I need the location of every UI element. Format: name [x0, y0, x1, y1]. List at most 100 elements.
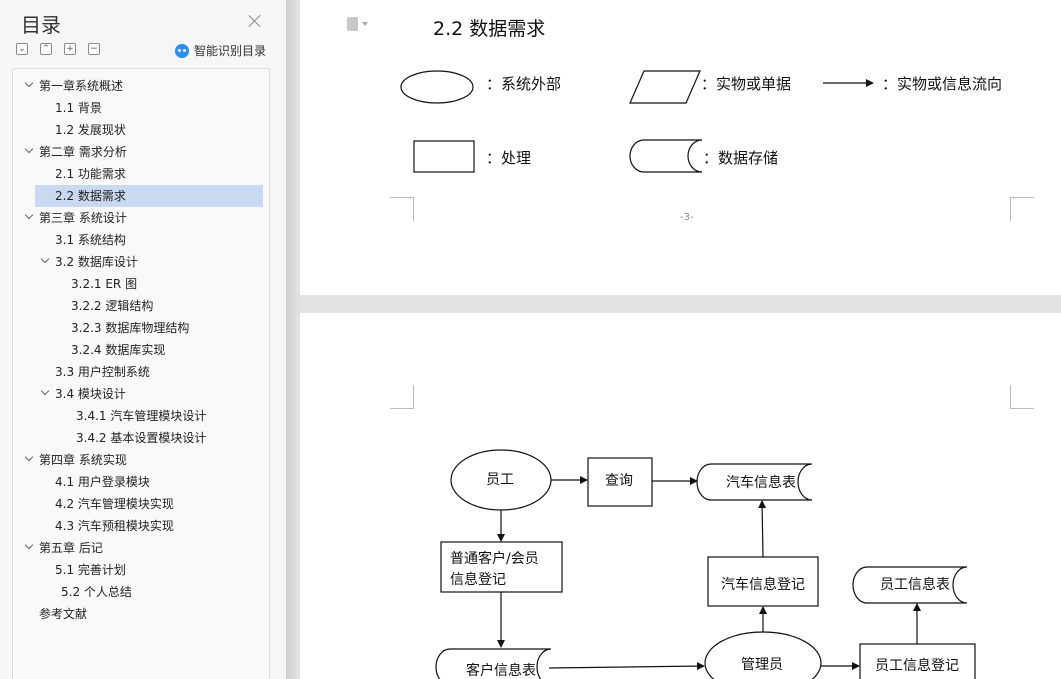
toc-item[interactable]: 3.2.1 ER 图	[35, 273, 263, 295]
toc-item[interactable]: 3.4 模块设计	[35, 383, 263, 405]
document-icon[interactable]	[347, 17, 358, 31]
legend-store: ：数据存储	[703, 149, 779, 167]
dfd-customer-reg-shape	[440, 541, 563, 593]
chevron-down-icon[interactable]	[362, 22, 368, 26]
add-icon[interactable]: +	[64, 43, 76, 55]
remove-icon[interactable]: −	[88, 43, 100, 55]
toc-item[interactable]: 3.4.1 汽车管理模块设计	[35, 405, 263, 427]
data-store-shape	[629, 139, 703, 173]
dfd-customer-reg-label-2: 信息登记	[450, 572, 506, 588]
toc-item[interactable]: 5.2 个人总结	[35, 581, 263, 603]
dfd-staff-table-label: 员工信息表	[880, 577, 950, 593]
smart-toc-button[interactable]: 智能识别目录	[175, 42, 266, 59]
legend-external: ：系统外部	[486, 75, 562, 93]
legend-process: ：处理	[486, 149, 532, 167]
toc-item[interactable]: 3.2.3 数据库物理结构	[35, 317, 263, 339]
toc-item-label: 3.2.4 数据库实现	[71, 343, 166, 357]
document-page: 员工 查询 汽车信息表 普通客户/会员 信息登记 汽车信息登记 员工信息表 客户…	[300, 313, 1061, 679]
dfd-staff-table-shape	[852, 566, 968, 604]
legend-flow: ：实物或信息流向	[882, 75, 1003, 93]
smart-toc-icon	[175, 43, 189, 58]
process-shape	[413, 140, 475, 173]
toc-item-label: 3.4 模块设计	[55, 387, 126, 401]
chevron-down-icon[interactable]	[24, 78, 34, 88]
toc-item-label: 第三章 系统设计	[39, 211, 127, 225]
toc-item-label: 4.3 汽车预租模块实现	[55, 519, 174, 533]
document-area[interactable]: 2.2 数据需求 ：系统外部 ：实物或单据 ：实物或信息流向 ：处理 ：数据存储…	[286, 0, 1061, 679]
page-number: -3-	[680, 212, 694, 223]
margin-corner	[390, 385, 414, 409]
toc-item[interactable]: 1.2 发展现状	[35, 119, 263, 141]
dfd-car-table-shape	[696, 463, 813, 501]
flow-arrow-head	[866, 79, 874, 87]
toc-item[interactable]: 2.1 功能需求	[35, 163, 263, 185]
toc-title: 目录	[21, 13, 61, 37]
toc-item[interactable]: 4.1 用户登录模块	[35, 471, 263, 493]
chevron-down-icon[interactable]	[24, 210, 34, 220]
toc-item-label: 2.1 功能需求	[55, 167, 126, 181]
close-icon[interactable]	[248, 14, 262, 28]
toc-item-label: 4.1 用户登录模块	[55, 475, 150, 489]
toc-item[interactable]: 第二章 需求分析	[35, 141, 263, 163]
toc-panel: 目录 ⌄ ⌃ + − 智能识别目录 第一章系统概述 1.1 背景 1.2 发展现状第…	[0, 0, 286, 679]
dfd-customer-table-shape	[435, 648, 552, 679]
toc-item[interactable]: 参考文献	[35, 603, 263, 625]
flow-arrow	[548, 662, 705, 671]
chevron-down-icon[interactable]	[24, 144, 34, 154]
toc-item-label: 3.2.2 逻辑结构	[71, 299, 154, 313]
toc-item[interactable]: 3.3 用户控制系统	[35, 361, 263, 383]
toc-item-label: 3.2.3 数据库物理结构	[71, 321, 190, 335]
toc-item[interactable]: 第一章系统概述	[35, 75, 263, 97]
toc-item-label: 1.1 背景	[55, 101, 102, 115]
dfd-car-table-label: 汽车信息表	[726, 475, 796, 491]
toc-item-label: 第五章 后记	[39, 541, 103, 555]
toc-item-label: 3.4.2 基本设置模块设计	[76, 431, 207, 445]
toc-item-label: 3.3 用户控制系统	[55, 365, 150, 379]
external-entity-shape	[400, 70, 474, 104]
toc-item[interactable]: 第四章 系统实现	[35, 449, 263, 471]
margin-corner	[390, 197, 414, 221]
toc-item-label: 3.2 数据库设计	[55, 255, 138, 269]
toc-item[interactable]: 1.1 背景	[35, 97, 263, 119]
expand-up-icon[interactable]: ⌃	[40, 43, 52, 55]
toc-item-label: 5.2 个人总结	[61, 585, 132, 599]
toc-item[interactable]: 4.2 汽车管理模块实现	[35, 493, 263, 515]
margin-corner	[1010, 385, 1034, 409]
toc-item[interactable]: 3.2.2 逻辑结构	[35, 295, 263, 317]
chevron-down-icon[interactable]	[24, 452, 34, 462]
chevron-down-icon[interactable]	[24, 540, 34, 550]
dfd-query-label: 查询	[605, 473, 633, 489]
document-shape	[629, 70, 701, 104]
toc-item[interactable]: 3.4.2 基本设置模块设计	[35, 427, 263, 449]
toc-item-label: 3.2.1 ER 图	[71, 277, 138, 291]
toc-item-label: 第二章 需求分析	[39, 145, 127, 159]
dfd-customer-table-label: 客户信息表	[466, 663, 536, 679]
dfd-employee-label: 员工	[486, 472, 514, 488]
dfd-staff-reg-label: 员工信息登记	[875, 658, 959, 674]
dfd-customer-reg-label-1: 普通客户/会员	[450, 551, 539, 567]
toc-item-label: 1.2 发展现状	[55, 123, 126, 137]
legend-graphics	[400, 70, 874, 173]
toc-item-label: 3.1 系统结构	[55, 233, 126, 247]
toc-item-label: 2.2 数据需求	[55, 189, 126, 203]
toc-item[interactable]: 3.1 系统结构	[35, 229, 263, 251]
toc-item[interactable]: 2.2 数据需求	[35, 185, 263, 207]
toc-item[interactable]: 第三章 系统设计	[35, 207, 263, 229]
data-flow-diagram	[435, 449, 976, 679]
dfd-query-shape	[587, 457, 653, 507]
toc-item-label: 参考文献	[39, 607, 88, 621]
toc-item[interactable]: 3.2.4 数据库实现	[35, 339, 263, 361]
toc-item[interactable]: 3.2 数据库设计	[35, 251, 263, 273]
toc-item[interactable]: 4.3 汽车预租模块实现	[35, 515, 263, 537]
toc-item[interactable]: 5.1 完善计划	[35, 559, 263, 581]
collapse-all-icon[interactable]: ⌄	[16, 43, 28, 55]
flow-arrow	[758, 500, 767, 558]
section-heading: 2.2 数据需求	[433, 18, 546, 40]
dfd-admin-label: 管理员	[741, 657, 783, 673]
dfd-car-reg-label: 汽车信息登记	[721, 577, 805, 593]
toc-item[interactable]: 第五章 后记	[35, 537, 263, 559]
document-page: 2.2 数据需求 ：系统外部 ：实物或单据 ：实物或信息流向 ：处理 ：数据存储…	[300, 0, 1061, 295]
margin-corner	[1010, 197, 1034, 221]
legend-entity: ：实物或单据	[701, 75, 792, 93]
toc-item-label: 5.1 完善计划	[55, 563, 126, 577]
